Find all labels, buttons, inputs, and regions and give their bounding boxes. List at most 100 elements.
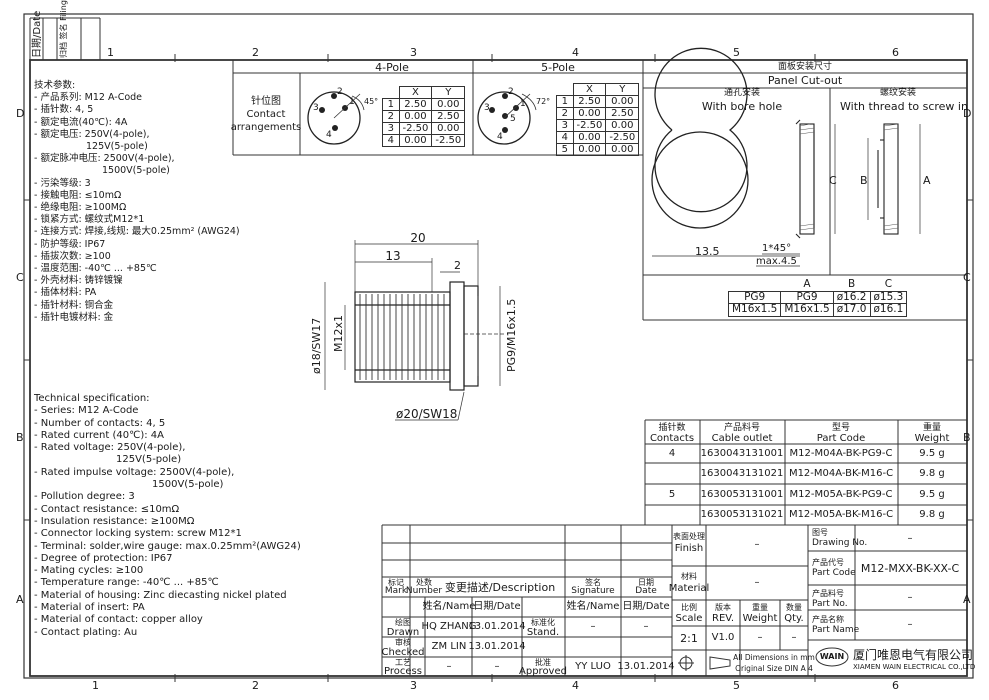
zone-number: 2 [252,46,259,59]
table-cell: 9.5 g [919,448,945,459]
spec-line: - 插针数: 4, 5 [34,104,94,116]
dim-13-5: 13.5 [695,245,720,258]
spec-line: 技术参数: [34,80,76,91]
tb-scale-val: 2:1 [680,632,698,645]
table-cell: ø16.2 [832,290,871,305]
spec-line: - Temperature range: -40℃ ... +85℃ [34,577,219,589]
tb-number: Number [405,586,443,596]
dim-m12: M12x1 [332,315,345,352]
spec-line: - 连接方式: 焊接,线规: 最大0.25mm² (AWG24) [34,226,240,238]
spec-line: - 接触电阻: ≤10mΩ [34,189,122,201]
table-cell: ø16.1 [869,303,908,317]
table-cell: -2.50 [431,134,466,147]
spec-line: - Material of contact: copper alloy [34,614,203,626]
pole5-header: 5-Pole [541,61,575,74]
tb-part-no: Part No. [812,599,848,609]
tb-date-cn: 日期 [638,578,654,587]
tb-drawn: Drawn [386,627,420,638]
table-cell: 1630043131021 [700,468,784,479]
pin-label: 4 [326,130,332,140]
table-cell: 0.00 [572,131,607,144]
tb-dash: – [754,539,760,550]
dim-20: 20 [410,231,426,245]
pin-label: 1 [520,99,526,109]
spec-line: - 插拔次数: ≥100 [34,250,111,262]
spec-line: - Degree of protection: IP67 [34,552,173,564]
tb-checked-name: ZM LIN [431,641,467,652]
tb-process-cn: 工艺 [395,658,411,667]
specs-cn: 技术参数: - 产品系列: M12 A-Code - 插针数: 4, 5 - 额… [34,80,240,324]
tb-mark: Mark [384,586,408,596]
spec-line: - 污染等级: 3 [34,177,91,189]
company-logo: WAIN [819,652,845,661]
table-cell: ø15.3 [869,290,908,305]
tb-material-cn: 材料 [681,572,697,581]
table-cell: M12-M05A-BK-PG9-C [789,489,893,500]
spec-line: - 插体材料: PA [34,287,97,299]
zone-number: 3 [410,679,417,692]
table-cell: -2.50 [572,119,607,132]
zone-number: 6 [892,679,899,692]
table-cell: 0.00 [605,119,640,132]
contact-arr-en2: arrangements [230,122,302,133]
spec-line: - Insulation resistance: ≥100MΩ [34,515,195,527]
tb-name-date: 姓名/Name [422,601,476,612]
table-cell: PG9 [780,290,834,305]
parts-h-cn: 重量 [922,423,942,433]
contact-arr-cn: 针位图 [251,96,281,107]
company-cn: 厦门唯恩电气有限公司 [853,648,974,662]
tb-approved-name: YY LUO [575,661,611,672]
spec-line: - Connector locking system: screw M12*1 [34,528,242,540]
table-cell: 0.00 [572,143,607,156]
table-cell: 2.50 [605,107,640,120]
table-cell: -2.50 [398,122,433,135]
tb-part-name: Part Name [812,625,860,635]
table-header: Y [605,83,640,96]
tb-scale: Scale [675,613,703,624]
table-cell: 2.50 [572,95,607,108]
table-cell: 3 [556,119,574,132]
tb-process: Process [384,666,422,677]
tb-dash: – [754,577,760,588]
pin-label: 2 [337,87,343,97]
tb-date-h: 日期/Date [622,601,670,612]
pin-label: 2 [508,87,514,97]
tb-scale-cn: 比例 [681,603,697,612]
table-cell: 2.50 [431,110,466,123]
zone-number: 5 [733,679,740,692]
tb-dims-note1: All Dimensions in mm [733,653,815,662]
pin-label: 4 [497,132,503,142]
angle-label: 45° [364,97,379,106]
spec-line: - Contact plating: Au [34,626,138,638]
dim-b: B [860,174,868,187]
dim-45: 1*45° [762,243,792,254]
tb-material: Material [668,583,710,594]
panel-cn: 面板安装尺寸 [777,62,833,72]
spec-line: - Material of housing: Zinc diecasting n… [34,589,287,601]
bore-en: With bore hole [701,100,783,113]
parts-h-cn: 产品料号 [723,423,761,433]
company-en: XIAMEN WAIN ELECTRICAL CO.,LTD [853,663,976,671]
table-cell: M12-M04A-BK-PG9-C [789,448,893,459]
dim-2: 2 [454,259,461,272]
spec-line: Technical specification: [34,393,150,404]
thread-cn: 螺纹安装 [879,88,917,98]
tb-dash: – [494,661,500,672]
table-cell [557,84,574,96]
tb-dash: – [643,621,649,632]
spec-line: - 额定脉冲电压: 2500V(4-pole), [34,153,175,165]
table-cell: 2 [382,110,400,123]
date-label: 日期/Date [32,10,43,58]
dim-pg: PG9/M16x1.5 [505,298,518,372]
zone-number: 1 [92,679,99,692]
table-header: A [803,278,811,290]
